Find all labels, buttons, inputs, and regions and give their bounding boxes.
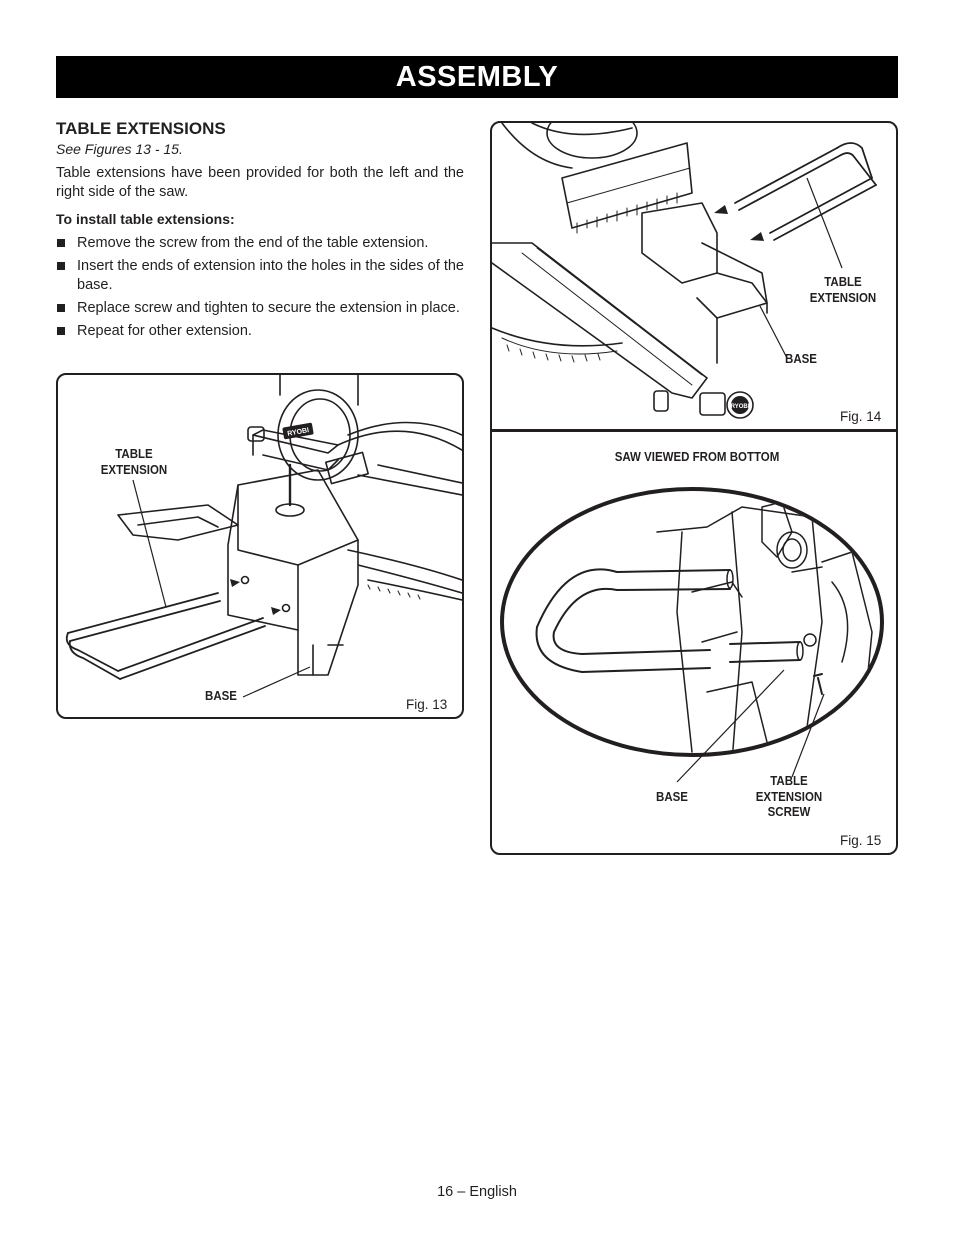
callout-line: SCREW — [767, 805, 811, 819]
callout-table-extension: TABLE EXTENSION — [802, 275, 885, 306]
figure-label: Fig. 13 — [406, 697, 448, 712]
install-steps-list: Remove the screw from the end of the tab… — [56, 234, 464, 341]
step-text: Insert the ends of extension into the ho… — [77, 258, 464, 293]
see-figures-note: See Figures 13 - 15. — [56, 141, 183, 157]
bullet-square-icon — [57, 327, 65, 335]
callout-base: BASE — [785, 352, 817, 366]
figure-13-illustration: RYOBI — [65, 375, 462, 698]
callout-line: EXTENSION — [809, 290, 877, 305]
bullet-square-icon — [57, 262, 65, 270]
brand-text: RYOBI — [731, 404, 750, 410]
step-text: Repeat for other extension. — [77, 323, 252, 339]
bullet-square-icon — [57, 239, 65, 247]
page-banner-title: ASSEMBLY — [56, 56, 898, 98]
callout-base: BASE — [205, 689, 237, 703]
intro-paragraph: Table extensions have been provided for … — [56, 165, 464, 200]
page-footer: 16 – English — [437, 1184, 517, 1200]
bullet-square-icon — [57, 304, 65, 312]
figure-13: RYOBI TABLE EXTENSION BASE Fig. 13 — [56, 373, 464, 719]
callout-line: EXTENSION — [755, 789, 823, 804]
callout-table-extension-screw: TABLE EXTENSION SCREW — [748, 774, 831, 821]
figure-14-illustration: RYOBI — [492, 123, 877, 419]
figure-15-title: SAW VIEWED FROM BOTTOM — [614, 450, 780, 464]
callout-table-extension: TABLE EXTENSION — [97, 447, 171, 478]
brand-knob — [731, 396, 749, 414]
figure-15-illustration — [500, 487, 884, 783]
callout-line: EXTENSION — [100, 462, 168, 477]
figure-label: Fig. 14 — [840, 409, 882, 424]
list-item: Repeat for other extension. — [56, 322, 464, 341]
brand-plate — [282, 422, 314, 440]
figure-14: RYOBI TABLE EXTENSION BASE Fig. 14 — [490, 121, 898, 431]
callout-line: TABLE — [115, 447, 153, 461]
brand-text: RYOBI — [287, 427, 310, 438]
callout-line: TABLE — [824, 275, 862, 289]
list-item: Replace screw and tighten to secure the … — [56, 299, 464, 318]
figure-15: SAW VIEWED FROM BOTTOM BASE TABLE EXTENS… — [490, 430, 898, 855]
list-item: Insert the ends of extension into the ho… — [56, 257, 464, 295]
callout-line: TABLE — [770, 774, 808, 788]
list-item: Remove the screw from the end of the tab… — [56, 234, 464, 253]
figure-label: Fig. 15 — [840, 833, 882, 848]
install-heading: To install table extensions: — [56, 211, 235, 227]
instructions-column: TABLE EXTENSIONS See Figures 13 - 15. Ta… — [56, 118, 464, 345]
section-title: TABLE EXTENSIONS — [56, 119, 226, 138]
step-text: Replace screw and tighten to secure the … — [77, 300, 460, 316]
callout-base: BASE — [656, 790, 688, 804]
step-text: Remove the screw from the end of the tab… — [77, 235, 429, 251]
